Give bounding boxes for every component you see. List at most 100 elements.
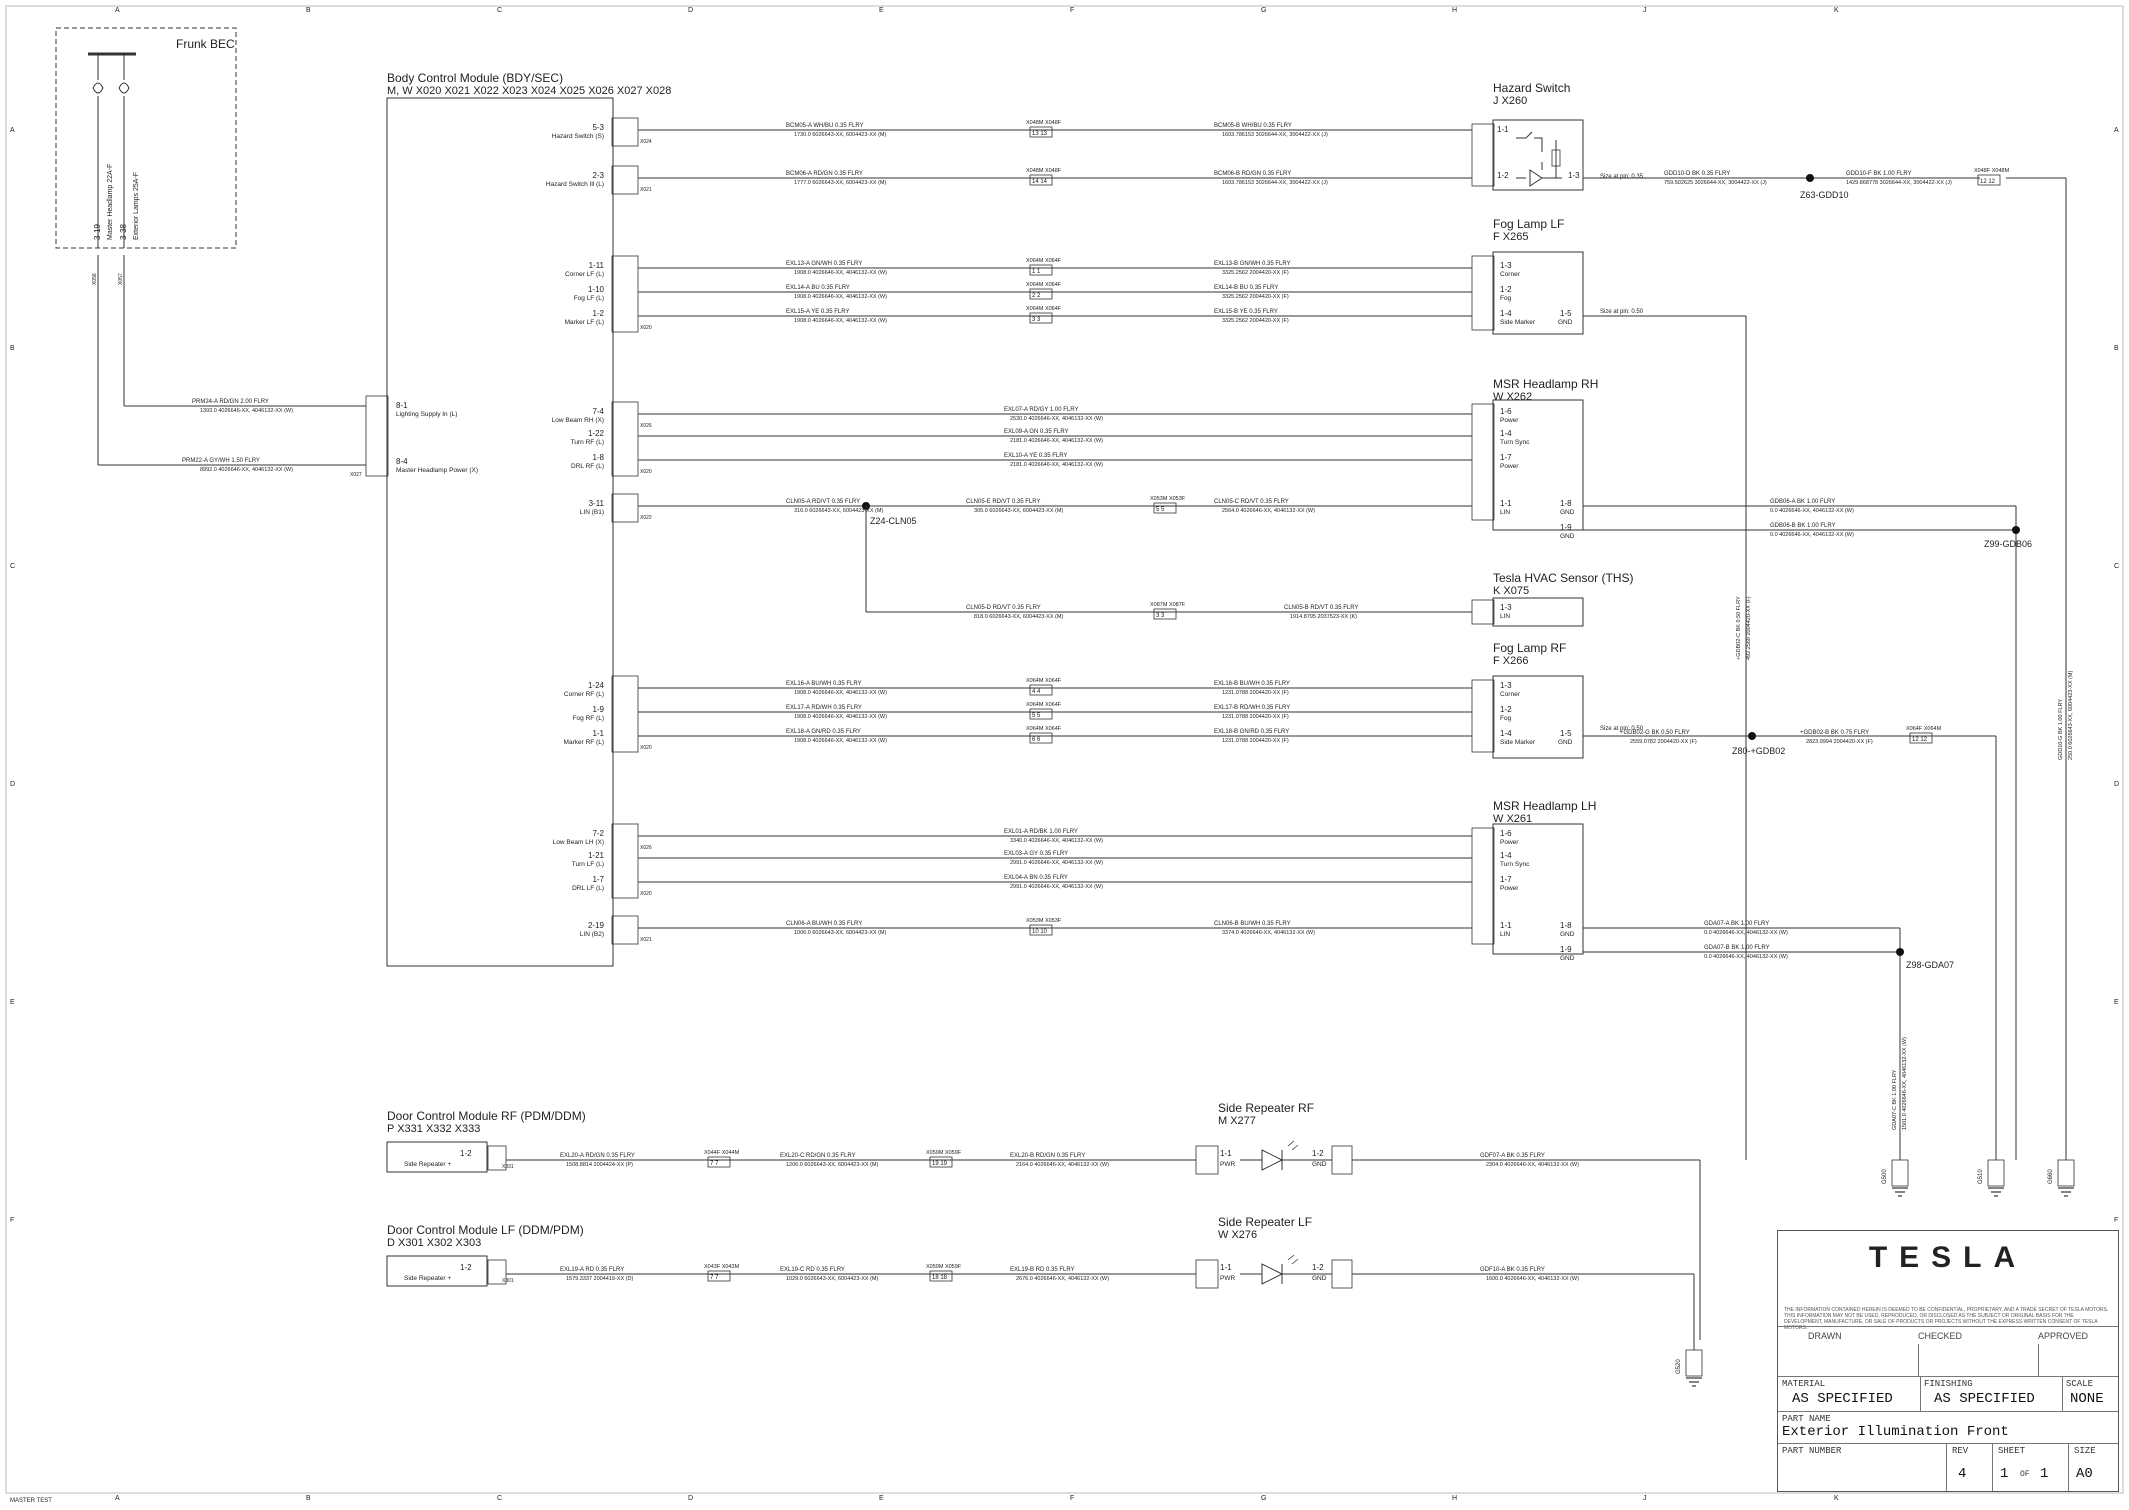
door-inline-connector-label: X043F X043M bbox=[704, 1264, 740, 1270]
title-block-divider bbox=[1918, 1344, 1919, 1376]
repeater-pin: 1-2 bbox=[1312, 1263, 1324, 1272]
wire-label: 2181.0 4026646-XX, 4046132-XX (W) bbox=[1010, 462, 1103, 468]
finishing-value: AS SPECIFIED bbox=[1934, 1391, 2035, 1407]
ground-inline-connector-label: X048F X048M bbox=[1974, 168, 2010, 174]
wire-label: EXL07-A RD/GY 1.00 FLRY bbox=[1004, 407, 1078, 413]
grid-row-label: F bbox=[10, 1217, 14, 1224]
title-block-divider bbox=[2038, 1344, 2039, 1376]
bcm-pin-label: LIN (B1) bbox=[580, 509, 604, 516]
vertical-wire-label: 1501.0 4026646-XX, 4046132-XX (W) bbox=[1902, 1037, 1908, 1130]
component-pin: 1-3 bbox=[1568, 171, 1580, 180]
splice-z63-label: Z63-GDD10 bbox=[1800, 190, 1849, 200]
component-pin: 1-6 bbox=[1500, 407, 1512, 416]
wire-label: EXL20-A RD/GN 0.35 FLRY bbox=[560, 1153, 635, 1159]
bcm-pin-label: LIN (B2) bbox=[580, 931, 604, 938]
frunk-bec-title: Frunk BEC bbox=[176, 37, 235, 51]
title-block-divider bbox=[1920, 1376, 1921, 1411]
door-inline-connector-pins: 7 7 bbox=[710, 1161, 719, 1167]
wire-label: 2530.0 4026646-XX, 4046132-XX (W) bbox=[1010, 416, 1103, 422]
title-block-divider bbox=[2062, 1376, 2063, 1411]
door-inline-connector bbox=[707, 1156, 731, 1168]
fog-lamp-rf-title: Fog Lamp RF bbox=[1493, 641, 1566, 655]
bcm-pin-label: Fog LF (L) bbox=[574, 295, 604, 302]
material-value: AS SPECIFIED bbox=[1792, 1391, 1893, 1407]
wire-label: EXL20-C RD/GN 0.35 FLRY bbox=[780, 1153, 856, 1159]
bcm-connector-block bbox=[611, 493, 639, 523]
ground-connector bbox=[1987, 1159, 2005, 1187]
fog-lamp-rf-box bbox=[1492, 675, 1584, 759]
connector-label: X020 bbox=[640, 325, 652, 331]
component-pin-label: Fog bbox=[1500, 295, 1512, 302]
wire-label: GDA07-A BK 1.00 FLRY bbox=[1704, 921, 1769, 927]
component-pin-label: Turn Sync bbox=[1500, 861, 1530, 868]
wire-label: EXL15-B YE 0.35 FLRY bbox=[1214, 309, 1278, 315]
lf-door-module-title: Door Control Module LF (DDM/PDM) bbox=[387, 1223, 584, 1237]
component-pin-label: LIN bbox=[1500, 509, 1510, 516]
repeater-pin: 1-2 bbox=[1312, 1149, 1324, 1158]
wire-label: 1206.0 6026643-XX, 6004423-XX (M) bbox=[786, 1162, 879, 1168]
pin-size-note: Size at pin: 0.50 bbox=[1600, 726, 1644, 732]
size-label: SIZE bbox=[2074, 1446, 2096, 1456]
vertical-wire-label: GDD10-G BK 1.00 FLRY bbox=[2058, 699, 2064, 760]
component-connector bbox=[1471, 255, 1495, 331]
component-connector bbox=[1471, 827, 1495, 945]
lf-door-pin: 1-2 bbox=[460, 1263, 472, 1272]
component-pin: 1-2 bbox=[1500, 285, 1512, 294]
wire-label: 1508.8814 2004424-XX (P) bbox=[566, 1162, 633, 1168]
inline-connector-pins: 1 1 bbox=[1032, 269, 1041, 275]
material-row: MATERIAL AS SPECIFIED FINISHING AS SPECI… bbox=[1778, 1376, 2118, 1411]
part-name-value: Exterior Illumination Front bbox=[1782, 1424, 2009, 1440]
bcm-pin: 8-1 bbox=[396, 401, 408, 410]
wire-label: GDF07-A BK 0.35 FLRY bbox=[1480, 1153, 1545, 1159]
door-inline-connector-pins: 7 7 bbox=[710, 1275, 719, 1281]
bcm-pin: 1-21 bbox=[588, 851, 605, 860]
component-pin: 1-4 bbox=[1500, 429, 1512, 438]
component-pin-label: GND bbox=[1560, 533, 1575, 540]
lf-door-module-box bbox=[386, 1255, 488, 1287]
frunk-connector: X058 bbox=[92, 273, 98, 285]
connector-label: X020 bbox=[640, 745, 652, 751]
bcm-pin-label: Hazard Switch Ill (L) bbox=[546, 181, 604, 188]
component-pin: 1-4 bbox=[1500, 851, 1512, 860]
title-block: TESLA THE INFORMATION CONTAINED HEREIN I… bbox=[1777, 1230, 2119, 1492]
grid-row-label: C bbox=[2114, 563, 2119, 570]
wire-label: EXL16-B BU/WH 0.35 FLRY bbox=[1214, 681, 1290, 687]
fog-lamp-lf-title: Fog Lamp LF bbox=[1493, 217, 1564, 231]
component-pin: 1-3 bbox=[1500, 603, 1512, 612]
component-pin-label: Power bbox=[1500, 417, 1519, 424]
component-pin: 1-3 bbox=[1500, 261, 1512, 270]
scale-label: SCALE bbox=[2066, 1379, 2094, 1389]
rf-door-pin: 1-2 bbox=[460, 1149, 472, 1158]
wire-label: EXL03-A GY 0.35 FLRY bbox=[1004, 851, 1068, 857]
hvac-sensor-subtitle: K X075 bbox=[1493, 585, 1529, 597]
msr-headlamp-lh-subtitle: W X261 bbox=[1493, 813, 1532, 825]
ground-connector bbox=[2057, 1159, 2075, 1187]
connector-label: X331 bbox=[502, 1164, 514, 1170]
component-pin: 1-8 bbox=[1560, 921, 1572, 930]
component-pin-label: Power bbox=[1500, 463, 1519, 470]
ground-label: G510 bbox=[1978, 1169, 1984, 1184]
rev-label: REV bbox=[1952, 1446, 1969, 1456]
wire-label: 759.502625 3026644-XX, 3004422-XX (J) bbox=[1664, 180, 1767, 186]
bcm-pin: 2-3 bbox=[592, 171, 604, 180]
wire-label: 1603.786153 3026644-XX, 3004422-XX (J) bbox=[1222, 180, 1328, 186]
rf-door-module-title: Door Control Module RF (PDM/DDM) bbox=[387, 1109, 586, 1123]
size-value: A0 bbox=[2076, 1466, 2093, 1482]
msr-headlamp-lh-title: MSR Headlamp LH bbox=[1493, 799, 1596, 813]
wire-label: 1908.0 4026646-XX, 4046132-XX (W) bbox=[794, 714, 887, 720]
wire-label: 1908.0 4026646-XX, 4046132-XX (W) bbox=[794, 318, 887, 324]
material-label: MATERIAL bbox=[1782, 1379, 1826, 1389]
wire-label: EXL10-A YE 0.35 FLRY bbox=[1004, 453, 1068, 459]
bcm-pin: 1-2 bbox=[592, 309, 604, 318]
inline-connector bbox=[1029, 708, 1053, 720]
inline-connector-label: X064M X064F bbox=[1026, 306, 1062, 312]
ground-label: G660 bbox=[2048, 1169, 2054, 1184]
splice-z80-dot bbox=[1748, 732, 1756, 740]
wire-label: EXL16-A BU/WH 0.35 FLRY bbox=[786, 681, 862, 687]
grid-column-label: A bbox=[115, 1495, 120, 1502]
wire-label: EXL19-B RD 0.35 FLRY bbox=[1010, 1267, 1075, 1273]
frunk-pin: 3-38 bbox=[119, 223, 128, 240]
wire-label: EXL14-A BU 0.35 FLRY bbox=[786, 285, 850, 291]
wire-label: 1730.0 6026643-XX, 6004423-XX (M) bbox=[794, 132, 887, 138]
